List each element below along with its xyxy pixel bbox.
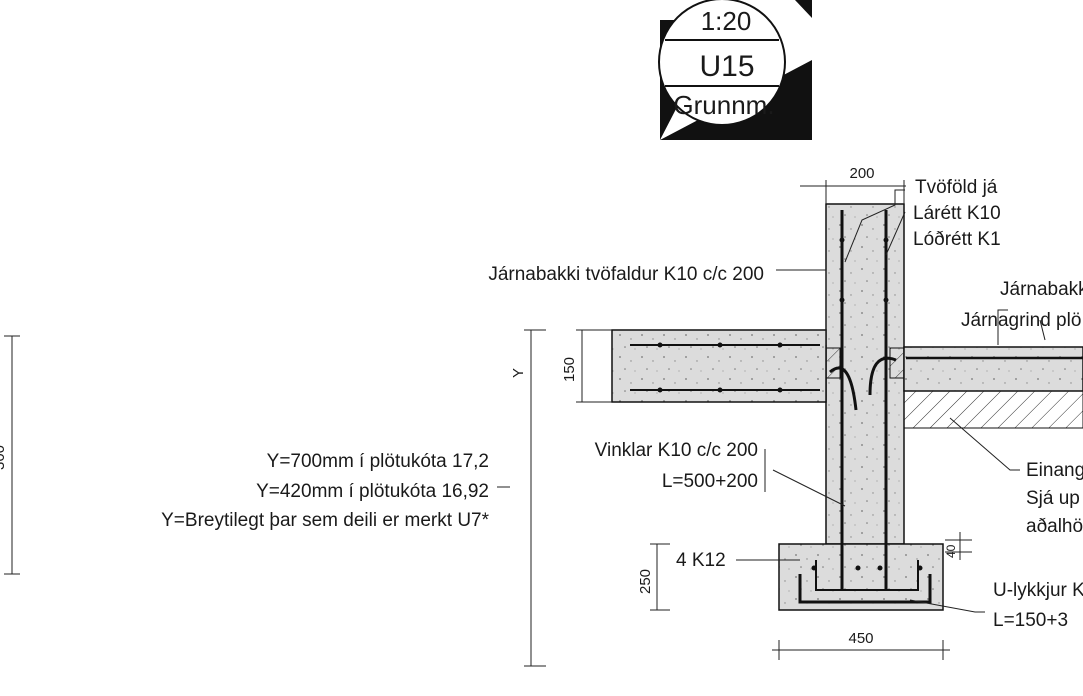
footing-height-value: 250 [637, 569, 654, 594]
label-y-note-2: Y=420mm í plötukóta 16,92 [256, 481, 489, 502]
label-y-note-3: Y=Breytilegt þar sem deili er merkt U7* [161, 510, 489, 531]
right-slab [903, 346, 1083, 392]
label-bars-footing: 4 K12 [676, 550, 726, 571]
dim-edge-gap: 40 [944, 532, 972, 560]
dim-footing-height: 250 [637, 543, 670, 611]
label-insulation-1: Einang [1026, 460, 1083, 481]
label-rebar-double-mat: Járnabakki tvöfaldur K10 c/c 200 [488, 264, 764, 285]
reinforcement [630, 210, 1083, 604]
section-scale: 1:20 [701, 6, 752, 36]
annotations: Tvöföld já Lárétt K10 Lóðrétt K1 Járnaba… [161, 177, 1083, 631]
dim-footing-width: 450 [772, 630, 950, 660]
footing-width-value: 450 [848, 630, 873, 647]
label-rebar-grid-slab: Járnagrind plö [961, 310, 1081, 331]
section-code: U15 [699, 50, 754, 83]
label-double-rebar-2: Lárétt K10 [913, 203, 1001, 224]
label-u-loops-1: U-lykkjur K [993, 580, 1083, 601]
label-insulation-2: Sjá up [1026, 488, 1080, 509]
label-rebar-mat-right: Járnabakki [1000, 279, 1083, 300]
label-y-note-1: Y=700mm í plötukóta 17,2 [267, 451, 489, 472]
footing [778, 543, 944, 611]
leaders [736, 189, 1046, 613]
label-double-rebar-1: Tvöföld já [915, 177, 998, 198]
slab-thickness-value: 150 [561, 357, 578, 382]
dim-slab-thickness: 150 [561, 329, 612, 403]
left-partial-value: 300 [0, 445, 8, 470]
label-double-rebar-3: Lóðrétt K1 [913, 229, 1001, 250]
section-symbol: 1:20 U15 Grunnm. [658, 0, 812, 140]
label-u-loops-2: L=150+3 [993, 610, 1068, 631]
dim-height-y: Y [510, 329, 546, 667]
height-y-value: Y [510, 368, 527, 378]
label-stirrups-2: L=500+200 [662, 471, 758, 492]
left-partial-dimension: 300 [0, 335, 20, 575]
wall-width-value: 200 [849, 165, 874, 182]
section-sheet: Grunnm. [673, 90, 774, 120]
dim-wall-width: 200 [800, 165, 906, 204]
insulation [903, 390, 1083, 429]
edge-gap-value: 40 [944, 544, 958, 558]
label-stirrups-1: Vinklar K10 c/c 200 [595, 440, 758, 461]
label-insulation-3: aðalhö [1026, 516, 1083, 537]
